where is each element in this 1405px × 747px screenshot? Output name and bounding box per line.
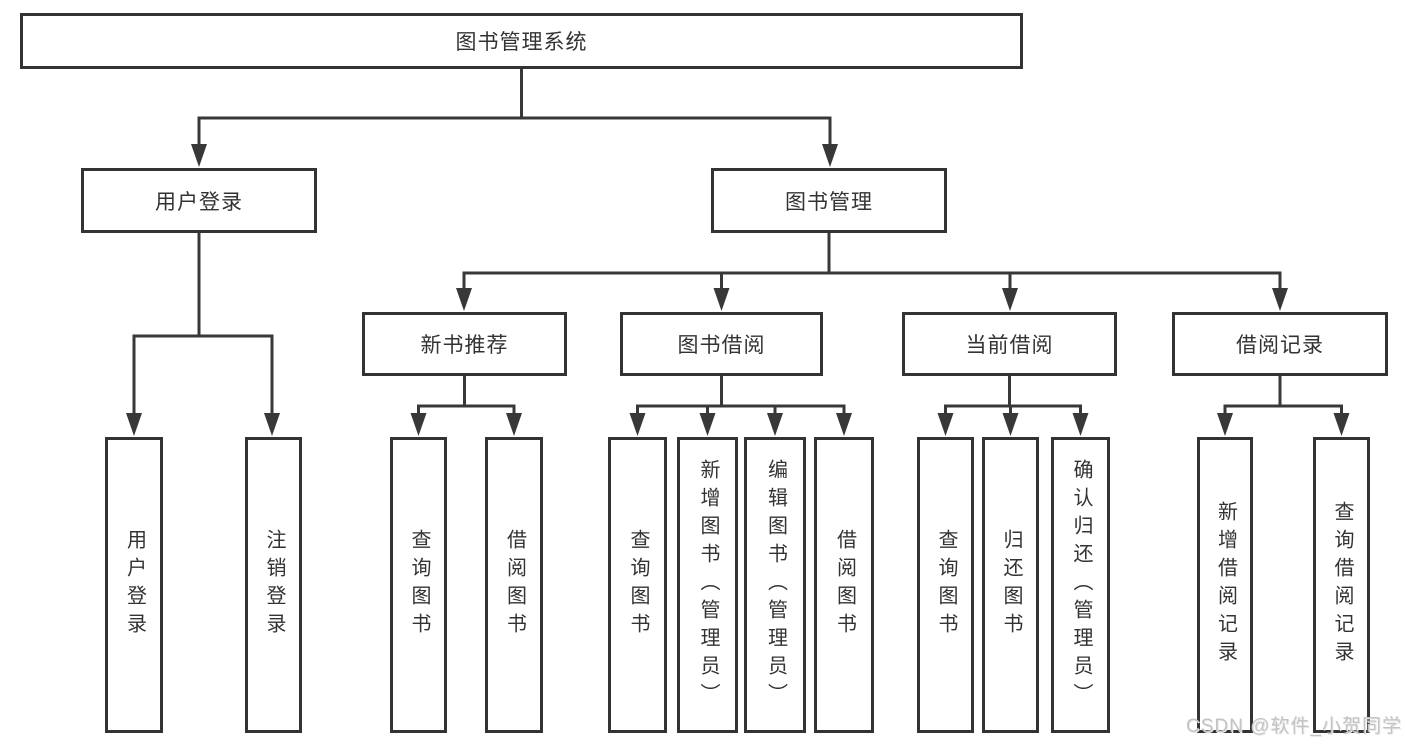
leaf-query-book-1-label: 查询图书 xyxy=(408,529,430,641)
leaf-borrow-book-2-label: 借阅图书 xyxy=(833,529,856,641)
leaf-add-book-admin-label: 新增图书（管理员） xyxy=(697,459,719,711)
leaf-edit-book-admin: 编辑图书（管理员） xyxy=(744,437,806,733)
leaf-logout-label: 注销登录 xyxy=(263,529,285,641)
leaf-borrow-book-1-label: 借阅图书 xyxy=(503,529,526,641)
node-user-login: 用户登录 xyxy=(81,168,317,233)
arrow-down-icon xyxy=(1002,404,1019,436)
leaf-query-borrow-record: 查询借阅记录 xyxy=(1313,437,1370,733)
leaf-logout: 注销登录 xyxy=(245,437,302,733)
leaf-return-book-label: 归还图书 xyxy=(1000,529,1022,641)
arrow-down-icon xyxy=(506,404,522,436)
arrow-down-icon xyxy=(822,116,838,167)
node-root: 图书管理系统 xyxy=(20,13,1023,69)
leaf-add-book-admin: 新增图书（管理员） xyxy=(677,437,738,733)
leaf-user-login-label: 用户登录 xyxy=(123,529,146,641)
leaf-query-borrow-record-label: 查询借阅记录 xyxy=(1331,501,1353,669)
leaf-borrow-book-1: 借阅图书 xyxy=(485,437,543,733)
node-borrow-record: 借阅记录 xyxy=(1172,312,1388,376)
arrow-down-icon xyxy=(410,404,427,436)
arrow-down-icon xyxy=(1272,271,1288,311)
arrow-down-icon xyxy=(264,334,280,436)
arrow-down-icon xyxy=(629,404,646,436)
node-current-borrow-label: 当前借阅 xyxy=(965,334,1054,357)
node-borrow-record-label: 借阅记录 xyxy=(1236,334,1324,357)
arrow-down-icon xyxy=(836,404,852,436)
leaf-confirm-return-admin: 确认归还（管理员） xyxy=(1051,437,1110,733)
node-book-borrow: 图书借阅 xyxy=(620,312,823,376)
arrow-down-icon xyxy=(767,404,783,436)
leaf-query-book-1: 查询图书 xyxy=(390,437,447,733)
arrow-down-icon xyxy=(1072,404,1089,436)
arrow-down-icon xyxy=(1333,404,1350,436)
node-new-book-recommend-label: 新书推荐 xyxy=(420,334,509,357)
node-book-management-label: 图书管理 xyxy=(785,190,873,214)
node-root-label: 图书管理系统 xyxy=(455,31,588,54)
arrow-down-icon xyxy=(1217,404,1233,436)
node-book-borrow-label: 图书借阅 xyxy=(677,334,766,357)
arrow-down-icon xyxy=(191,116,207,167)
arrow-down-icon xyxy=(126,334,142,436)
leaf-user-login: 用户登录 xyxy=(105,437,163,733)
leaf-return-book: 归还图书 xyxy=(982,437,1039,733)
leaf-query-book-2-label: 查询图书 xyxy=(627,529,649,641)
arrow-down-icon xyxy=(713,271,730,311)
arrow-down-icon xyxy=(456,271,472,311)
leaf-add-borrow-record: 新增借阅记录 xyxy=(1197,437,1253,733)
watermark: CSDN @软件_小贺同学 xyxy=(1186,716,1402,737)
arrow-down-icon xyxy=(699,404,716,436)
leaf-query-book-2: 查询图书 xyxy=(608,437,667,733)
node-new-book-recommend: 新书推荐 xyxy=(362,312,567,376)
leaf-query-book-3: 查询图书 xyxy=(917,437,974,733)
node-book-management: 图书管理 xyxy=(711,168,947,233)
leaf-add-borrow-record-label: 新增借阅记录 xyxy=(1214,501,1237,669)
node-current-borrow: 当前借阅 xyxy=(902,312,1117,376)
node-user-login-label: 用户登录 xyxy=(155,190,243,214)
leaf-confirm-return-admin-label: 确认归还（管理员） xyxy=(1070,459,1092,711)
leaf-edit-book-admin-label: 编辑图书（管理员） xyxy=(764,459,787,711)
leaf-query-book-3-label: 查询图书 xyxy=(935,529,957,641)
leaf-borrow-book-2: 借阅图书 xyxy=(814,437,874,733)
arrow-down-icon xyxy=(1002,271,1018,311)
arrow-down-icon xyxy=(937,404,954,436)
